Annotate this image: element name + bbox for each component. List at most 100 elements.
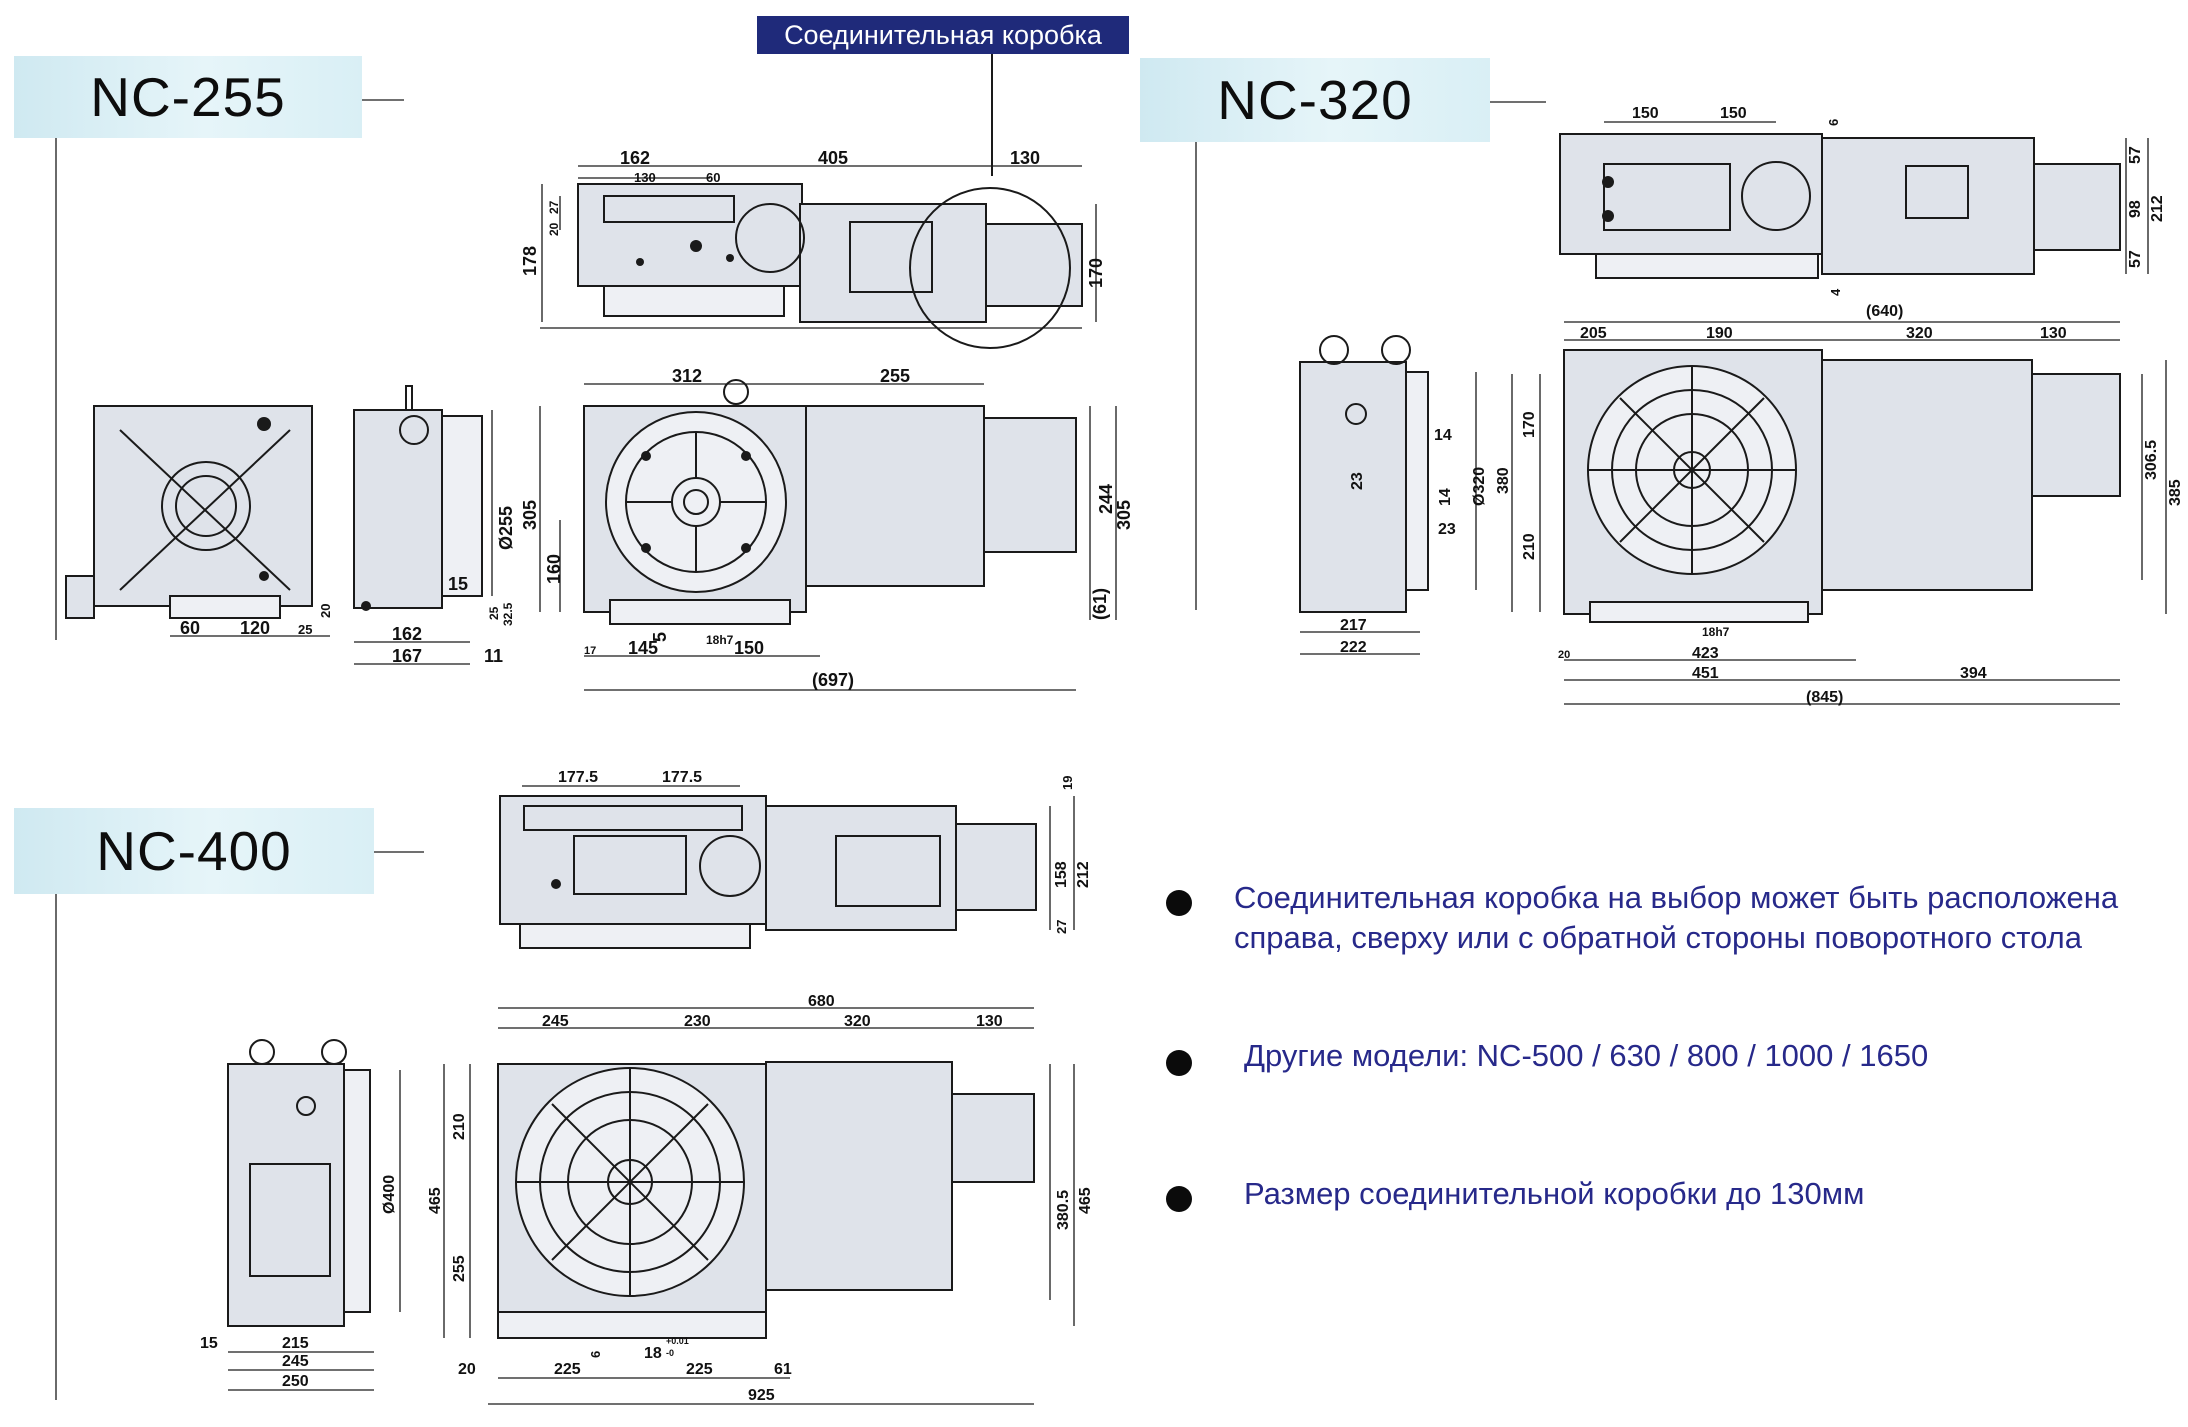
nc400-front-view xyxy=(443,1007,1075,1405)
dim-845: (845) xyxy=(1806,689,1843,706)
dim-245-side: 245 xyxy=(282,1353,309,1370)
dim-61-nc400: 61 xyxy=(774,1361,792,1378)
dim-130-nc320: 130 xyxy=(2040,325,2067,342)
dim-385: 385 xyxy=(2167,479,2184,506)
dim-305-front: 305 xyxy=(1114,500,1134,530)
bullet-1-icon xyxy=(1166,890,1192,916)
dim-tol-plus: +0.01 xyxy=(666,1336,689,1346)
dim-130: 130 xyxy=(1010,148,1040,168)
nc400-top-view xyxy=(499,785,1075,949)
dim-11: 11 xyxy=(484,646,503,666)
dim-25-left: 25 xyxy=(298,622,312,637)
nc255-front-dimensions: 312 255 160 244 305 (61) 5 18h7 145 150 … xyxy=(544,366,1134,690)
dim-380-5: 380.5 xyxy=(1055,1190,1072,1230)
dim-405: 405 xyxy=(818,148,848,168)
nc255-left-view xyxy=(65,405,330,637)
dim-680: 680 xyxy=(808,993,835,1010)
dim-170: 170 xyxy=(1086,258,1106,288)
dim-215: 215 xyxy=(282,1335,309,1352)
dim-diameter-320: Ø320 xyxy=(1471,467,1488,506)
nc400-side-view xyxy=(227,1039,401,1391)
dim-20: 20 xyxy=(547,222,561,236)
dim-150-a: 150 xyxy=(1632,105,1659,122)
dim-150-b: 150 xyxy=(1720,105,1747,122)
nc320-front-view xyxy=(1511,321,2167,705)
dim-305-side: 305 xyxy=(520,500,540,530)
dim-306-5: 306.5 xyxy=(2143,440,2160,480)
model-label-nc400: NC-400 xyxy=(14,808,374,894)
dim-162: 162 xyxy=(620,148,650,168)
dim-225-b: 225 xyxy=(686,1361,713,1378)
dim-162-side: 162 xyxy=(392,624,422,644)
dim-18-nc400: 18 xyxy=(644,1345,662,1362)
dim-4: 4 xyxy=(1828,288,1843,296)
dim-212-nc400: 212 xyxy=(1075,861,1092,888)
nc320-side-view xyxy=(1299,335,1477,655)
dim-320: 320 xyxy=(1906,325,1933,342)
dim-394: 394 xyxy=(1960,665,1987,682)
dim-177-5-a: 177.5 xyxy=(558,769,598,786)
dim-320-nc400: 320 xyxy=(844,1013,871,1030)
dim-145: 145 xyxy=(628,638,658,658)
dim-205: 205 xyxy=(1580,325,1607,342)
dim-18h7-nc320: 18h7 xyxy=(1702,625,1730,639)
bullet-3-line-1: Размер соединительной коробки до 130мм xyxy=(1244,1176,1865,1211)
dim-245-front: 245 xyxy=(542,1013,569,1030)
bullet-3-icon xyxy=(1166,1186,1192,1212)
nc400-top-dimensions: 177.5 177.5 19 158 212 27 xyxy=(558,769,1092,934)
nc255-side-dimensions: 15 162 167 11 25 32.5 Ø255 305 xyxy=(392,500,540,666)
bullet-2-line-1: Другие модели: NC-500 / 630 / 800 / 1000… xyxy=(1244,1038,1929,1073)
bullet-1-line-1: Соединительная коробка на выбор может бы… xyxy=(1234,880,2119,915)
dim-60-left: 60 xyxy=(180,618,200,638)
nc255-top-view xyxy=(540,165,1097,349)
dim-27-nc400: 27 xyxy=(1054,920,1069,934)
dim-5: 5 xyxy=(650,632,670,642)
dim-212: 212 xyxy=(2149,195,2166,222)
dim-160: 160 xyxy=(544,554,564,584)
dim-14-b: 14 xyxy=(1437,488,1454,506)
dim-15-side: 15 xyxy=(448,574,468,594)
dim-423: 423 xyxy=(1692,645,1719,662)
dim-32-5: 32.5 xyxy=(501,602,515,626)
dim-925: 925 xyxy=(748,1387,775,1404)
dim-20-nc400: 20 xyxy=(458,1361,476,1378)
nc320-top-view xyxy=(1559,121,2149,279)
dim-18h7: 18h7 xyxy=(706,633,734,647)
dim-312: 312 xyxy=(672,366,702,386)
dim-640: (640) xyxy=(1866,303,1903,320)
dim-diameter-255: Ø255 xyxy=(496,506,516,550)
dim-230: 230 xyxy=(684,1013,711,1030)
nc255-front-view xyxy=(539,379,1117,691)
dim-20-left: 20 xyxy=(318,604,333,618)
bullet-1-line-2: справа, сверху или с обратной стороны по… xyxy=(1234,920,2083,955)
bullet-1-text: Соединительная коробка на выбор может бы… xyxy=(1234,878,2118,958)
dim-451: 451 xyxy=(1692,665,1719,682)
dim-177-5-b: 177.5 xyxy=(662,769,702,786)
nc320-front-dimensions: (640) 205 190 320 130 170 380 210 306.5 … xyxy=(1495,303,2184,706)
dim-190: 190 xyxy=(1706,325,1733,342)
nc255-side-view xyxy=(353,385,493,665)
dim-222: 222 xyxy=(1340,639,1367,656)
dim-19: 19 xyxy=(1060,776,1075,790)
dim-17: 17 xyxy=(584,645,596,657)
dim-255: 255 xyxy=(880,366,910,386)
dim-6-nc400: 6 xyxy=(588,1351,603,1358)
dim-25-side: 25 xyxy=(487,606,501,620)
dim-23-a: 23 xyxy=(1349,472,1366,490)
dim-tol-minus: -0 xyxy=(666,1348,674,1358)
dim-23-b: 23 xyxy=(1438,521,1456,538)
dim-210-nc320: 210 xyxy=(1521,533,1538,560)
nc400-front-dimensions: 680 245 230 320 130 210 465 255 380.5 46… xyxy=(427,993,1094,1404)
dim-130-nc400: 130 xyxy=(976,1013,1003,1030)
dim-250: 250 xyxy=(282,1373,309,1390)
nc400-side-dimensions: Ø400 15 215 245 250 xyxy=(200,1175,398,1390)
bullet-2-text: Другие модели: NC-500 / 630 / 800 / 1000… xyxy=(1244,1036,1928,1076)
dim-697: (697) xyxy=(812,670,854,690)
nc320-side-dimensions: 14 23 14 23 Ø320 217 222 xyxy=(1340,427,1488,656)
bullet-3-text: Размер соединительной коробки до 130мм xyxy=(1244,1174,1864,1214)
dim-15-nc400: 15 xyxy=(200,1335,218,1352)
dim-98: 98 xyxy=(2127,200,2144,218)
dim-178: 178 xyxy=(520,246,540,276)
